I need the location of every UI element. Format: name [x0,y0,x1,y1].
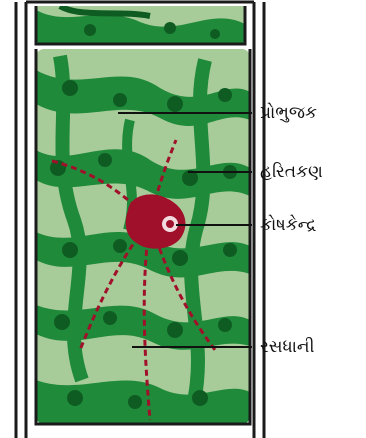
label-protoplasm-text: પ્રોભુજક [260,102,317,123]
upper-adjacent-cell [36,6,245,44]
label-chloroplast-text: હરિતકણ [260,162,323,182]
main-cell [36,49,250,424]
label-nucleus-text: કોષકેન્દ્ર [260,214,316,235]
label-vacuole-text: રસધાની [260,337,315,357]
